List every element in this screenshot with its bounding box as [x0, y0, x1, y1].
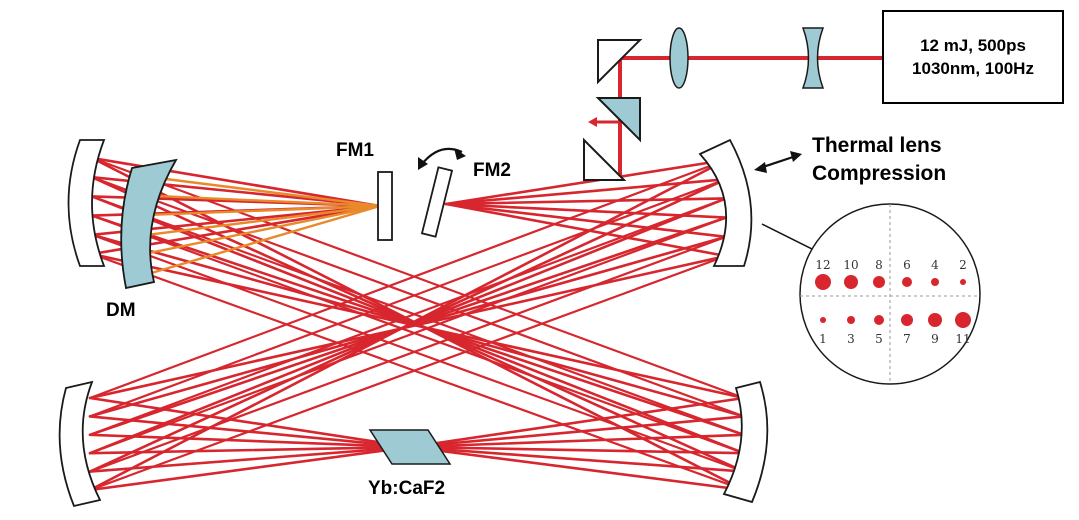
- prism-top: [597, 39, 643, 85]
- beam-spot: [815, 274, 831, 290]
- beam-ray: [88, 433, 412, 449]
- beam-ray: [88, 445, 412, 473]
- spot-number: 12: [815, 258, 831, 272]
- mirror-top-right: [698, 138, 753, 267]
- spot-number: 1: [819, 332, 827, 346]
- double-arrow-icon: [754, 151, 802, 173]
- beam-ray: [90, 214, 746, 455]
- concave-lens: [801, 27, 825, 89]
- beam-spot: [928, 313, 942, 327]
- beam-spot: [902, 277, 912, 287]
- prism-middle: [595, 97, 641, 143]
- beam-ray: [444, 202, 728, 219]
- spot-number: 2: [959, 258, 967, 272]
- label-thermal-lens: Thermal lens: [812, 134, 942, 157]
- beam-ray: [408, 445, 746, 455]
- beam-paths-multipass: [88, 156, 746, 492]
- beam-ray: [444, 158, 728, 206]
- beam-ray: [90, 233, 746, 473]
- deformable-mirror: [120, 158, 178, 290]
- beam-ray: [88, 197, 728, 436]
- spot-pattern-inset: [799, 203, 981, 385]
- laser-source-box: 12 mJ, 500ps 1030nm, 100Hz: [882, 10, 1064, 104]
- spot-markers: [815, 274, 971, 328]
- beam-ray: [408, 415, 746, 449]
- beam-spot: [847, 316, 855, 324]
- beam-ray: [444, 202, 728, 239]
- spot-number: 8: [875, 258, 883, 272]
- beam-ray: [140, 204, 382, 256]
- beam-spot: [874, 315, 884, 325]
- beam-ray: [88, 396, 412, 449]
- beam-ray: [88, 445, 412, 455]
- beam-ray: [88, 445, 412, 492]
- mirror-top-left: [67, 139, 106, 267]
- beam-ray: [146, 204, 382, 276]
- label-fm2: FM2: [473, 160, 511, 181]
- yb-caf2-crystal: [368, 429, 452, 465]
- beam-ray: [90, 156, 746, 400]
- beam-paths-dm: [140, 174, 382, 276]
- beam-ray: [88, 254, 728, 400]
- beam-ray: [408, 445, 746, 473]
- label-compression: Compression: [812, 162, 947, 185]
- beam-ray: [408, 396, 746, 449]
- label-dm: DM: [106, 300, 136, 321]
- beam-ray: [444, 202, 728, 258]
- source-spec-line-1: 12 mJ, 500ps: [920, 36, 1026, 55]
- beam-ray: [88, 235, 728, 473]
- beam-ray: [140, 174, 382, 208]
- source-spec-line-2: 1030nm, 100Hz: [912, 59, 1034, 78]
- beam-ray: [90, 176, 746, 418]
- folding-mirror-2: [420, 166, 454, 238]
- spot-number: 7: [903, 332, 911, 346]
- spot-number: 10: [843, 258, 859, 272]
- spot-number: 6: [903, 258, 911, 272]
- beam-ray: [444, 177, 728, 206]
- prism-bottom: [583, 137, 627, 181]
- beam-spot: [844, 275, 858, 289]
- beam-spot: [873, 276, 885, 288]
- beam-ray: [88, 178, 728, 418]
- beam-ray: [140, 204, 382, 217]
- curved-arrow-icon: [418, 147, 466, 170]
- beam-spot: [820, 317, 826, 323]
- beam-ray: [408, 445, 746, 492]
- spot-number: 3: [847, 332, 855, 346]
- mirror-bottom-right: [722, 380, 769, 504]
- spot-number: 11: [955, 332, 971, 346]
- label-fm1: FM1: [336, 140, 374, 161]
- beam-spot: [901, 314, 913, 326]
- beam-ray: [146, 194, 382, 208]
- convex-lens: [669, 27, 689, 89]
- spot-number: 4: [931, 258, 939, 272]
- label-crystal: Yb:CaF2: [368, 478, 446, 499]
- beam-ray: [408, 433, 746, 449]
- beam-ray: [88, 216, 728, 455]
- beam-spot: [960, 279, 966, 285]
- beam-ray: [444, 197, 728, 206]
- beam-ray: [90, 195, 746, 436]
- beam-spot: [955, 312, 971, 328]
- beam-ray: [88, 415, 412, 449]
- beam-ray: [88, 158, 728, 400]
- folding-mirror-1: [377, 171, 393, 241]
- spot-number: 9: [931, 332, 939, 346]
- mirror-bottom-left: [58, 380, 102, 508]
- spot-number: 5: [875, 332, 883, 346]
- beam-ray: [146, 204, 382, 237]
- beam-spot: [931, 278, 939, 286]
